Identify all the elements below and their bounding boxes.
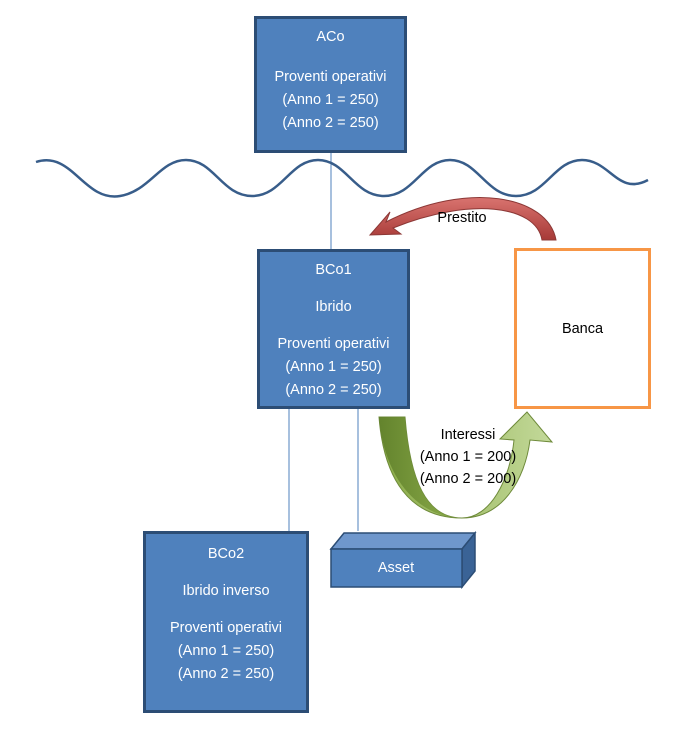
loan-arrow [368,197,557,241]
aco-line-3: (Anno 2 = 250) [282,115,379,131]
interest-label: Interessi (Anno 1 = 200) (Anno 2 = 200) [409,424,527,490]
aco-line-1: Proventi operativi [274,69,387,85]
asset-box-front [330,548,463,588]
loan-label: Prestito [437,210,487,226]
interest-arrow-shade [379,417,462,518]
bco1-line-1: Proventi operativi [277,336,390,352]
interest-label-title: Interessi [440,427,496,443]
asset-label: Asset [377,559,415,576]
interest-label-line-1: (Anno 1 = 200) [419,449,517,465]
entity-type-bco1: Ibrido [315,299,352,315]
bco2-line-1: Proventi operativi [169,620,283,636]
entity-box-bco1: BCo1 Ibrido Proventi operativi (Anno 1 =… [257,249,410,409]
entity-name-bco2: BCo2 [207,546,245,562]
aco-line-2: (Anno 1 = 250) [282,92,379,108]
entity-box-aco: ACo Proventi operativi (Anno 1 = 250) (A… [254,16,407,153]
entity-name-bco1: BCo1 [315,262,352,278]
entity-name-aco: ACo [316,29,345,45]
entity-type-bco2: Ibrido inverso [182,583,270,599]
bco2-line-3: (Anno 2 = 250) [177,666,275,682]
jurisdiction-border-wave [35,158,649,198]
entity-box-bco2: BCo2 Ibrido inverso Proventi operativi (… [143,531,309,713]
bco1-line-2: (Anno 1 = 250) [285,359,382,375]
asset-box-top [329,532,477,550]
entity-name-banca: Banca [561,320,604,337]
entity-box-banca: Banca [514,248,651,409]
interest-arrow [378,411,554,519]
interest-label-line-2: (Anno 2 = 200) [419,471,517,487]
bco1-line-3: (Anno 2 = 250) [285,382,382,398]
bco2-line-2: (Anno 1 = 250) [177,643,275,659]
